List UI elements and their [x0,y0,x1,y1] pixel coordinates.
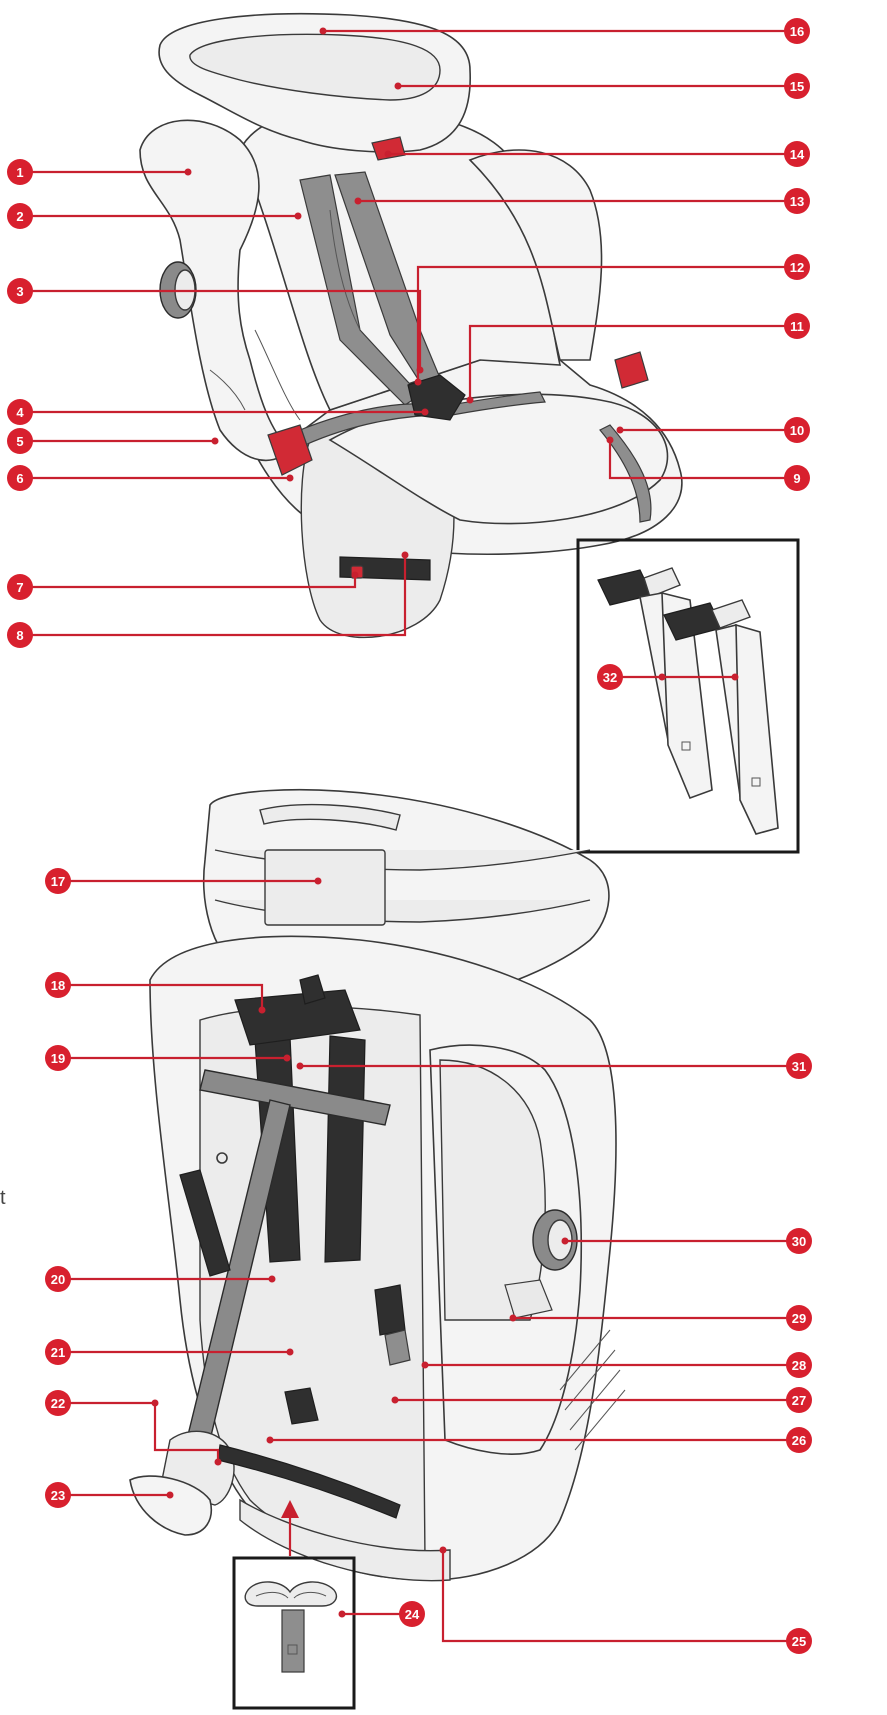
callout-11-label: 11 [790,319,804,334]
callout-badges: 1 2 3 4 5 6 7 8 9 10 11 12 13 14 15 16 1… [7,18,812,1654]
callout-5-label: 5 [16,434,23,449]
callout-2: 2 [7,203,33,229]
callout-13: 13 [784,188,810,214]
leader-lines [30,29,787,1643]
callout-7-label: 7 [16,580,23,595]
callout-18: 18 [45,972,71,998]
leader-7 [30,575,357,589]
callout-27: 27 [786,1387,812,1413]
callout-13-label: 13 [790,194,804,209]
callout-24: 24 [399,1601,425,1627]
callout-29: 29 [786,1305,812,1331]
callout-9: 9 [784,465,810,491]
callout-15-label: 15 [790,79,804,94]
callout-23: 23 [45,1482,71,1508]
callout-32-label: 32 [603,670,617,685]
callout-25-label: 25 [792,1634,806,1649]
leader-18 [68,983,264,1010]
callout-31-label: 31 [792,1059,806,1074]
callout-17-label: 17 [51,874,65,889]
callout-32: 32 [597,664,623,690]
callout-12-label: 12 [790,260,804,275]
callout-19-label: 19 [51,1051,65,1066]
seat-belt-straps-inset [576,538,800,854]
callout-23-label: 23 [51,1488,65,1503]
callout-10-label: 10 [790,423,804,438]
callout-10: 10 [784,417,810,443]
callout-8-label: 8 [16,628,23,643]
callout-1: 1 [7,159,33,185]
leader-22 [68,1401,220,1462]
callout-16: 16 [784,18,810,44]
callout-20-label: 20 [51,1272,65,1287]
callout-16-label: 16 [790,24,804,39]
leader-11 [468,324,785,400]
child-car-seat-rear-view-illustration [129,788,626,1582]
callout-3-label: 3 [16,284,23,299]
adjuster-inset-frame [232,1556,356,1710]
callout-29-label: 29 [792,1311,806,1326]
callout-27-label: 27 [792,1393,806,1408]
straps-inset-frame [576,538,800,854]
callout-3: 3 [7,278,33,304]
callout-24-label: 24 [405,1607,420,1622]
callout-6-label: 6 [16,471,23,486]
callout-9-label: 9 [793,471,800,486]
callout-11: 11 [784,313,810,339]
callout-12: 12 [784,254,810,280]
leader-3 [30,289,422,370]
leader-25 [441,1550,787,1643]
callout-6: 6 [7,465,33,491]
callout-22: 22 [45,1390,71,1416]
callout-30-label: 30 [792,1234,806,1249]
callout-5: 5 [7,428,33,454]
callout-28-label: 28 [792,1358,806,1373]
callout-17: 17 [45,868,71,894]
callout-28: 28 [786,1352,812,1378]
callout-20: 20 [45,1266,71,1292]
adjuster-buckle-inset [232,1500,356,1710]
callout-7: 7 [7,574,33,600]
callout-18-label: 18 [51,978,65,993]
callout-21: 21 [45,1339,71,1365]
callout-4-label: 4 [16,405,24,420]
callout-31: 31 [786,1053,812,1079]
callout-14-label: 14 [790,147,805,162]
stray-text-fragment: t [0,1187,6,1209]
callout-25: 25 [786,1628,812,1654]
callout-15: 15 [784,73,810,99]
leader-9 [608,440,785,480]
callout-21-label: 21 [51,1345,65,1360]
callout-1-label: 1 [16,165,23,180]
callout-8: 8 [7,622,33,648]
callout-30: 30 [786,1228,812,1254]
callout-4: 4 [7,399,33,425]
callout-14: 14 [784,141,810,167]
callout-26-label: 26 [792,1433,806,1448]
callout-26: 26 [786,1427,812,1453]
callout-2-label: 2 [16,209,23,224]
leader-8 [30,555,407,637]
leader-12 [416,265,785,382]
callout-22-label: 22 [51,1396,65,1411]
callout-19: 19 [45,1045,71,1071]
target-dots [151,27,739,1618]
